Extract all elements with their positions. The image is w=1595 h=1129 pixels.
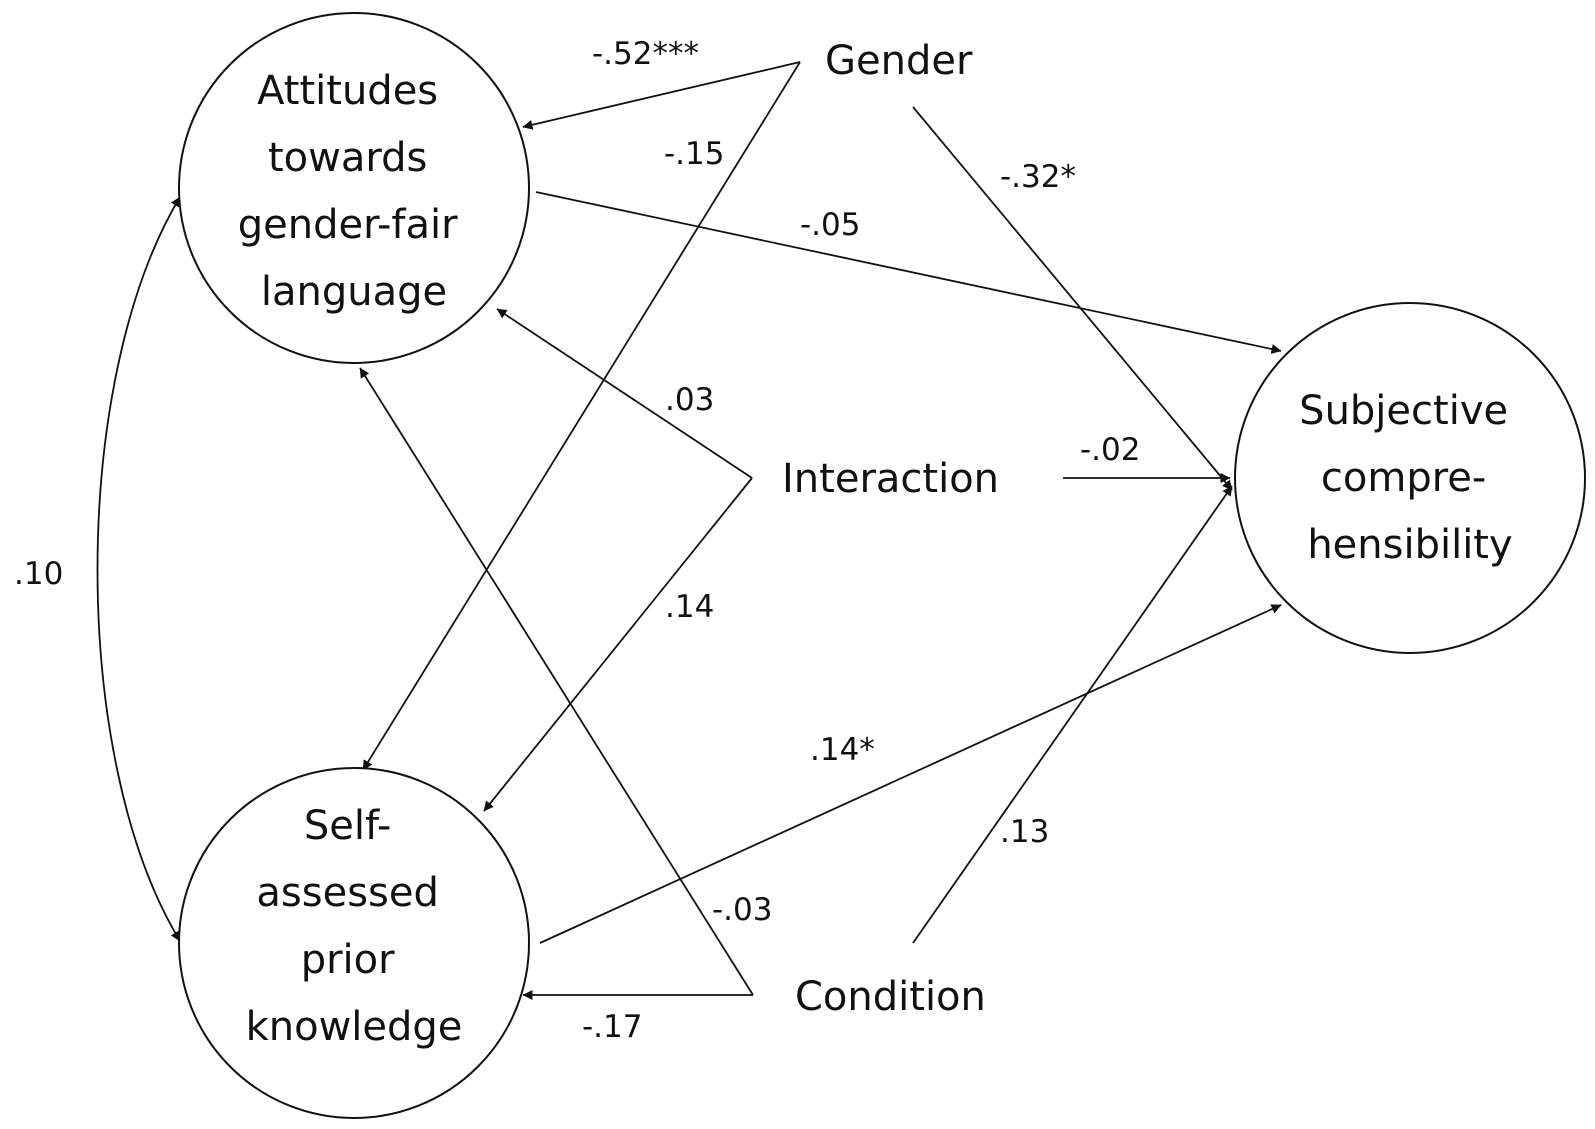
- node-condition-label: Condition: [795, 974, 986, 1020]
- svg-text:Attitudes towards: Attitudes towards gender-fair language: [238, 68, 471, 315]
- coef-gender-knowledge: -.15: [664, 136, 725, 172]
- coefficients: -.52*** -.15 -.32* -.05 .03 -.02 .14 .14…: [14, 36, 1141, 1045]
- node-comprehensibility-line-1: Subjective: [1299, 388, 1508, 434]
- coef-gender-attitudes: -.52***: [592, 36, 699, 72]
- edge-gender-comprehensibility: [912, 106, 1233, 491]
- svg-text:Self- assessed pri: Self- assessed prior knowledge: [246, 803, 463, 1050]
- coef-condition-attitudes: -.03: [712, 892, 773, 928]
- coef-gender-comprehensibility: -.32*: [1000, 159, 1076, 195]
- edges: [96, 61, 1282, 1000]
- node-knowledge-line-4: knowledge: [246, 1004, 463, 1050]
- node-interaction-label: Interaction: [782, 456, 999, 502]
- node-knowledge-circle: [178, 767, 530, 1119]
- coef-knowledge-comprehensibility: .14*: [810, 732, 875, 768]
- node-attitudes: Attitudes towards gender-fair language: [178, 12, 530, 364]
- node-knowledge: Self- assessed prior knowledge: [178, 767, 530, 1119]
- node-attitudes-line-2: towards: [268, 135, 427, 181]
- coef-condition-knowledge: -.17: [582, 1009, 643, 1045]
- node-attitudes-line-4: language: [261, 269, 447, 315]
- edge-attitudes-knowledge-correlation: [96, 196, 181, 942]
- node-knowledge-line-1: Self-: [304, 803, 391, 849]
- coef-attitudes-comprehensibility: -.05: [800, 207, 861, 243]
- edge-gender-attitudes: [522, 61, 801, 130]
- node-knowledge-line-2: assessed: [256, 870, 438, 916]
- node-comprehensibility-line-3: hensibility: [1307, 522, 1512, 568]
- edge-knowledge-comprehensibility: [539, 604, 1282, 944]
- svg-text:Subjective compre-: Subjective compre- hensibility: [1299, 388, 1521, 568]
- node-comprehensibility-circle: [1234, 302, 1586, 654]
- coef-interaction-attitudes: .03: [665, 382, 714, 418]
- coef-condition-comprehensibility: .13: [1000, 814, 1049, 850]
- edge-condition-attitudes: [359, 367, 754, 996]
- coef-interaction-comprehensibility: -.02: [1080, 432, 1141, 468]
- coef-interaction-knowledge: .14: [665, 589, 714, 625]
- edge-attitudes-comprehensibility: [535, 191, 1282, 354]
- node-gender-label: Gender: [825, 38, 973, 84]
- coef-attitudes-knowledge-correlation: .10: [14, 556, 63, 592]
- edge-interaction-knowledge: [483, 477, 753, 812]
- edge-gender-knowledge: [362, 61, 801, 771]
- node-comprehensibility: Subjective compre- hensibility: [1234, 302, 1586, 654]
- edge-interaction-attitudes: [496, 308, 753, 479]
- edge-condition-comprehensibility: [912, 485, 1233, 944]
- node-attitudes-circle: [178, 12, 530, 364]
- node-attitudes-line-3: gender-fair: [238, 202, 458, 248]
- node-attitudes-line-1: Attitudes: [257, 68, 438, 114]
- node-knowledge-line-3: prior: [301, 937, 395, 983]
- node-comprehensibility-line-2: compre-: [1321, 455, 1486, 501]
